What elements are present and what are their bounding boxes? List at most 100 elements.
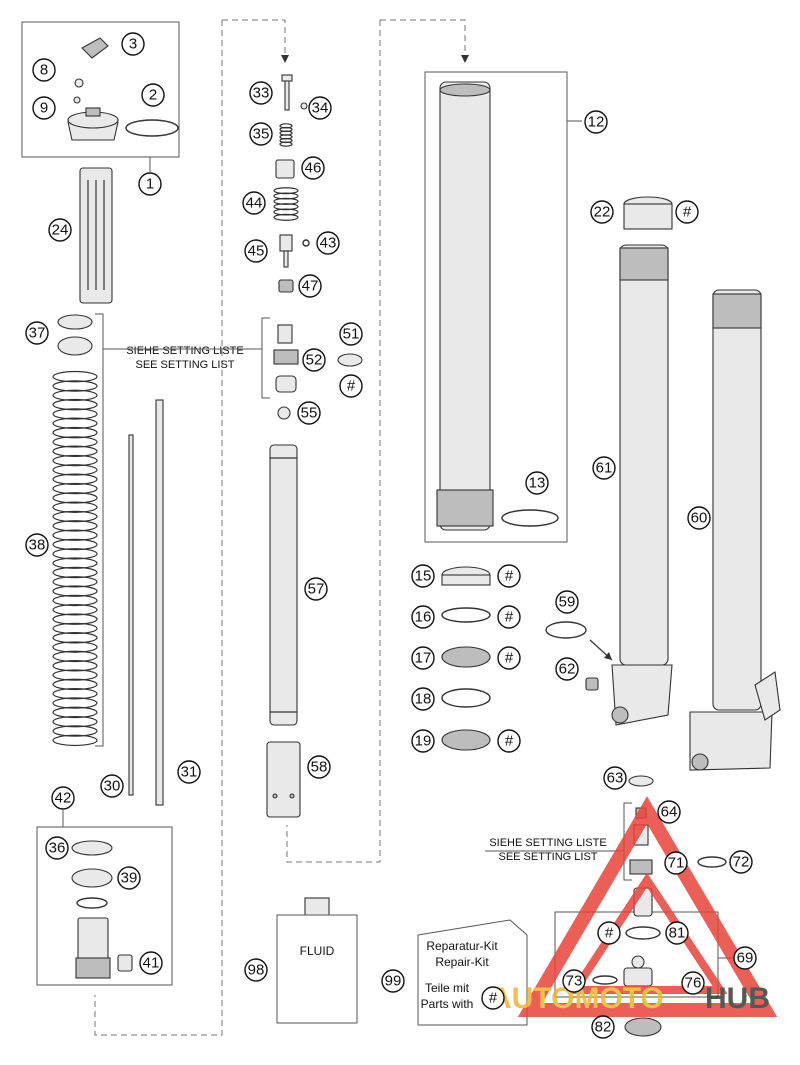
top-cap-part-8 [74,78,84,88]
top-cap-part-9 [73,96,81,104]
part-labels: 3 8 2 9 1 24 37 38 30 31 42 36 39 41 33 … [25,32,757,1039]
label-64: 64 [657,800,681,824]
svg-text:58: 58 [311,759,328,776]
svg-text:18: 18 [415,691,432,708]
label-hash-81: # [597,921,621,945]
label-13: 13 [525,471,549,495]
label-hash-17: # [497,646,521,670]
label-hash-15: # [497,564,521,588]
arrow-icon [604,652,612,660]
svg-text:9: 9 [40,100,48,117]
svg-text:13: 13 [529,475,546,492]
label-69: 69 [733,946,757,970]
svg-text:31: 31 [181,764,198,781]
ring-81 [625,926,661,940]
svg-text:55: 55 [301,405,318,422]
part-46 [275,159,295,179]
kit-title-de: Reparatur-Kit [426,939,498,953]
watermark-text-2: HUB [705,982,770,1015]
label-33: 33 [249,81,273,105]
part-47 [278,279,294,293]
setting-note-en: SEE SETTING LIST [135,359,234,371]
part-42-ring [76,897,108,909]
svg-text:81: 81 [669,925,686,942]
label-61: 61 [592,456,616,480]
arrow-down-icon [461,55,469,63]
inner-tube-60 [689,289,781,771]
label-39: 39 [117,866,141,890]
svg-text:36: 36 [49,840,66,857]
svg-text:38: 38 [29,537,46,554]
svg-text:12: 12 [588,114,605,131]
svg-text:1: 1 [146,176,154,193]
svg-text:41: 41 [143,955,160,972]
label-hash-22: # [675,200,699,224]
label-hash-51: # [339,374,363,398]
fluid-bottle: FLUID [276,897,358,1024]
label-38: 38 [25,533,49,557]
svg-text:44: 44 [246,195,263,212]
svg-text:#: # [505,650,514,667]
label-24: 24 [48,218,72,242]
svg-text:64: 64 [661,804,678,821]
svg-text:59: 59 [559,594,576,611]
label-hash-kit: # [481,986,505,1010]
o-ring-59 [545,621,587,639]
svg-text:35: 35 [253,126,270,143]
label-15: 15 [411,564,435,588]
svg-text:#: # [489,990,498,1007]
part-36 [71,840,113,856]
label-98: 98 [244,958,268,982]
label-76: 76 [681,971,705,995]
setting-note-de: SIEHE SETTING LISTE [126,345,243,357]
label-31: 31 [177,760,201,784]
svg-text:17: 17 [415,650,432,667]
part-45 [279,234,293,268]
svg-text:15: 15 [415,568,432,585]
svg-text:82: 82 [595,1019,612,1036]
part-42-body [75,917,111,979]
svg-text:#: # [605,925,614,942]
label-46: 46 [301,156,325,180]
label-41: 41 [139,951,163,975]
bracket-setting-left [95,313,104,747]
svg-text:57: 57 [308,581,325,598]
label-37: 37 [25,321,49,345]
part-43 [302,239,310,247]
svg-text:52: 52 [306,352,323,369]
fluid-text: FLUID [300,944,335,958]
svg-text:61: 61 [596,460,613,477]
fork-spring-38 [52,370,98,747]
svg-text:72: 72 [733,854,750,871]
svg-text:99: 99 [385,973,402,990]
svg-text:8: 8 [40,62,48,79]
label-55: 55 [297,401,321,425]
ring-73 [592,975,618,985]
box-42 [36,826,173,986]
part-33 [281,74,293,111]
label-9: 9 [32,96,56,120]
svg-text:#: # [683,204,692,221]
part-76 [623,955,653,987]
label-19: 19 [411,729,435,753]
svg-text:62: 62 [559,661,576,678]
svg-text:47: 47 [302,278,319,295]
svg-text:39: 39 [121,870,138,887]
label-58: 58 [307,755,331,779]
svg-text:2: 2 [149,87,157,104]
svg-text:60: 60 [691,510,708,527]
bolt-62 [585,677,599,691]
label-22: 22 [590,200,614,224]
label-12: 12 [584,110,608,134]
setting-note-de-right: SIEHE SETTING LISTE [489,837,606,849]
label-30: 30 [100,774,124,798]
part-55 [277,406,291,420]
svg-text:46: 46 [305,160,322,177]
part-41 [117,954,133,972]
label-99: 99 [381,969,405,993]
label-hash-19: # [497,729,521,753]
label-47: 47 [298,274,322,298]
label-35: 35 [249,122,273,146]
part-63 [628,775,654,787]
outer-tube-12 [436,81,494,531]
